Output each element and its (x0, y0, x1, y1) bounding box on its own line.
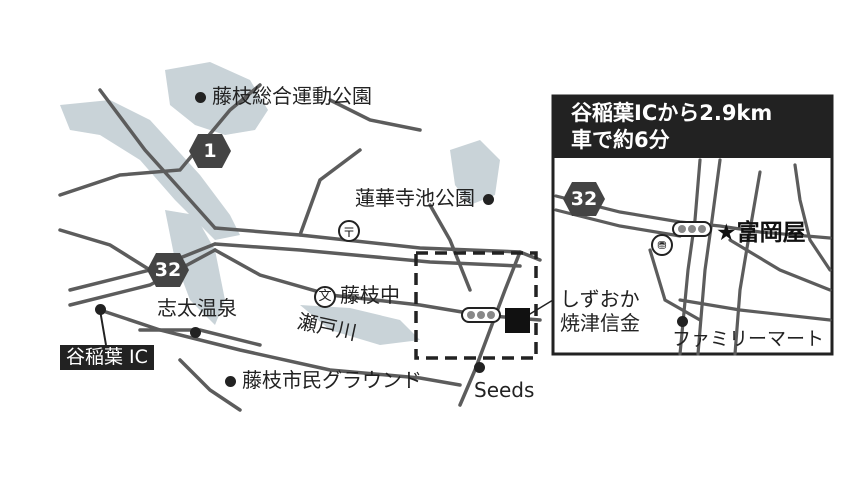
route-shield-icon (189, 134, 231, 168)
park-renge-label: 蓮華寺池公園 (355, 188, 494, 208)
ground-dot (225, 376, 236, 387)
park-sogo-text: 藤枝総合運動公園 (212, 84, 372, 108)
traffic-signal-inset-icon (672, 221, 712, 237)
school-text: 藤枝中 (340, 283, 400, 307)
route-1-number: 1 (203, 140, 217, 162)
inset-distance: 谷稲葉ICから2.9km (571, 101, 773, 125)
ground-text: 藤枝市民グラウンド (242, 368, 422, 392)
route-shield-icon (147, 253, 189, 287)
onsen-dot (190, 327, 201, 338)
onsen-label: 志太温泉 (157, 298, 237, 318)
inset-time: 車で約6分 (571, 128, 670, 152)
bank-line-1: しずおか (560, 287, 640, 311)
focus-area-box (414, 251, 538, 360)
ic-dot (95, 304, 106, 315)
seeds-text: Seeds (474, 378, 535, 402)
route-32-shield: 32 (146, 252, 190, 288)
famima-dot (677, 316, 688, 327)
bank-line-2: 焼津信金 (560, 311, 640, 335)
traffic-signal-icon (461, 307, 501, 323)
bank-label: しずおか 焼津信金 (560, 287, 640, 335)
route-32-inset-shield: 32 (562, 181, 606, 217)
star-icon: ★ (716, 220, 737, 246)
park-sogo-label: 藤枝総合運動公園 (195, 86, 372, 106)
famima-text: ファミリーマート (672, 328, 825, 350)
famima-label: ファミリーマート (672, 330, 824, 349)
park-sogo-dot (195, 92, 206, 103)
onsen-text: 志太温泉 (157, 296, 237, 320)
route-32-inset-number: 32 (570, 188, 598, 210)
inset-header: 谷稲葉ICから2.9km 車で約6分 (553, 96, 832, 158)
roads (58, 83, 542, 412)
store-marker-square (505, 308, 530, 333)
route-1-shield: 1 (188, 133, 232, 169)
ic-label: 谷稲葉 IC (60, 345, 154, 370)
ic-leader-line (99, 309, 107, 346)
route-shield-icon (563, 182, 605, 216)
store-label: ★富岡屋 (716, 222, 806, 245)
bank-icon: ⛃ (651, 234, 673, 256)
post-office-icon: 〒 (338, 220, 360, 242)
seeds-label: Seeds (474, 380, 534, 400)
school-label: 文藤枝中 (314, 285, 400, 308)
school-icon: 文 (314, 285, 336, 308)
seeds-dot (474, 362, 485, 373)
park-renge-text: 蓮華寺池公園 (355, 186, 475, 210)
park-renge-dot (483, 194, 494, 205)
ground-label: 藤枝市民グラウンド (225, 370, 422, 390)
route-32-number: 32 (154, 259, 182, 281)
store-text: 富岡屋 (736, 220, 806, 246)
